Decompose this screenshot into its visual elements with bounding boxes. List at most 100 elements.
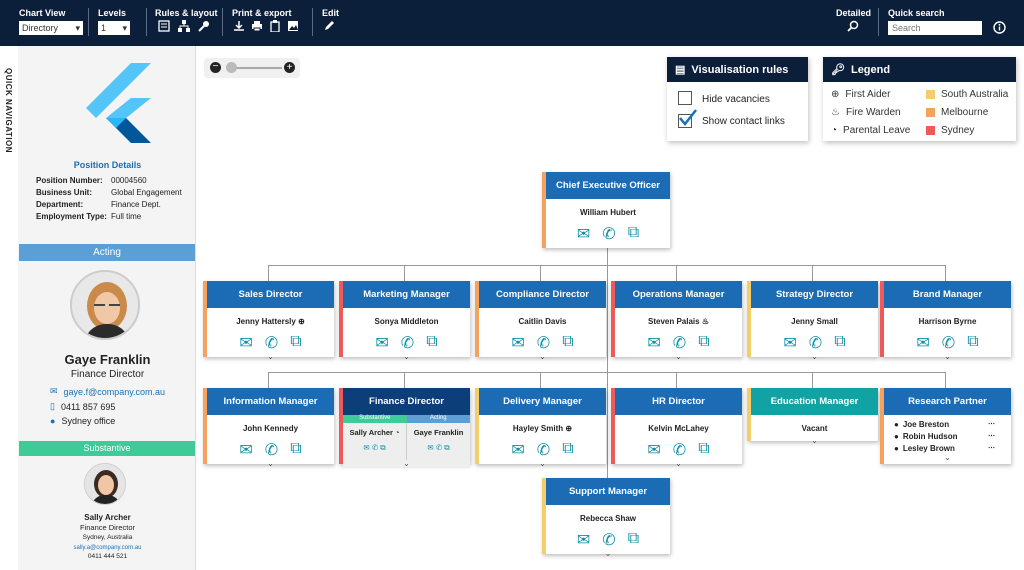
detail-search-icon[interactable] [846,19,860,33]
email-icon[interactable]: ✉ [511,442,525,459]
pencil-icon[interactable] [322,19,336,33]
acting-phone[interactable]: ▯0411 857 695 [50,401,116,412]
teams-icon[interactable]: ⧉ [967,333,979,350]
info-icon[interactable] [992,20,1006,34]
research-member-row[interactable]: ●Joe Breston⋯ [894,419,995,429]
teams-icon[interactable]: ⧉ [426,333,438,350]
email-icon[interactable]: ✉ [363,443,370,452]
zoom-in-icon[interactable]: + [284,62,295,73]
org-card-row1[interactable]: Marketing Manager Sonya Middleton ✉✆⧉⌄ [339,281,470,361]
teams-icon[interactable]: ⧉ [444,443,450,452]
show-contact-checkbox[interactable] [678,109,697,128]
email-icon[interactable]: ✉ [576,532,591,549]
more-icon[interactable]: ⋯ [988,445,995,452]
org-card-row1[interactable]: Operations Manager Steven Palais ♨ ✉✆⧉⌄ [611,281,742,361]
research-member-row[interactable]: ●Lesley Brown⋯ [894,443,995,453]
substantive-band: Substantive [19,441,195,456]
email-icon[interactable]: ✉ [239,442,253,459]
legend-parental-leave: ◔Parental Leave [831,125,911,136]
more-icon[interactable]: ⋯ [988,433,995,440]
expand-chevron-icon[interactable]: ⌄ [944,453,951,462]
phone-icon[interactable]: ✆ [672,335,687,352]
phone-icon[interactable]: ✆ [602,532,616,549]
org-card-ceo[interactable]: Chief Executive Officer William Hubert ✉… [542,172,670,248]
phone-icon[interactable]: ✆ [264,442,279,459]
phone-icon[interactable]: ✆ [435,443,443,452]
research-member-row[interactable]: ●Robin Hudson⋯ [894,431,995,441]
org-card-row2[interactable]: Research Partner●Joe Breston⋯●Robin Huds… [880,388,1011,464]
image-icon[interactable] [286,19,300,33]
org-card-row1[interactable]: Sales Director Jenny Hattersly ⊕ ✉✆⧉⌄ [203,281,334,361]
teams-icon[interactable]: ⧉ [562,333,574,350]
expand-chevron-icon[interactable]: ⌄ [403,352,410,361]
email-icon[interactable]: ✉ [239,335,253,352]
expand-chevron-icon[interactable]: ⌄ [539,459,546,468]
download-icon[interactable] [232,19,246,33]
clipboard-icon[interactable] [268,19,282,33]
phone-icon[interactable]: ✆ [808,335,823,352]
org-card-row1[interactable]: Compliance Director Caitlin Davis ✉✆⧉⌄ [475,281,606,361]
expand-chevron-icon[interactable]: ⌄ [267,459,274,468]
expand-chevron-icon[interactable]: ⌄ [604,549,612,558]
phone-icon[interactable]: ✆ [672,442,687,459]
hide-vacancies-checkbox[interactable] [678,91,692,105]
email-icon[interactable]: ✉ [916,335,930,352]
org-card-row1[interactable]: Brand Manager Harrison Byrne ✉✆⧉⌄ [880,281,1011,361]
org-card-support-manager[interactable]: Support Manager Rebecca Shaw ✉✆⧉ ⌄ [542,478,670,558]
expand-chevron-icon[interactable]: ⌄ [811,352,818,361]
expand-chevron-icon[interactable]: ⌄ [539,352,546,361]
phone-icon[interactable]: ✆ [536,335,551,352]
teams-icon[interactable]: ⧉ [698,440,710,457]
chart-view-select[interactable]: Directory▾ [19,21,83,35]
teams-icon[interactable]: ⧉ [627,530,640,547]
more-icon[interactable]: ⋯ [988,421,995,428]
phone-icon[interactable]: ✆ [371,443,379,452]
email-icon[interactable]: ✉ [511,335,525,352]
levels-select[interactable]: 1▾ [98,21,130,35]
email-icon[interactable]: ✉ [783,335,797,352]
zoom-out-icon[interactable]: − [210,62,221,73]
expand-chevron-icon[interactable]: ⌄ [675,352,682,361]
teams-icon[interactable]: ⧉ [834,333,846,350]
phone-icon[interactable]: ✆ [264,335,279,352]
contact-icons: ✉ ✆ ⧉ [751,333,878,353]
card-name-row: Caitlin Davis [479,317,606,326]
rules-icon[interactable] [157,19,171,33]
org-card-row1[interactable]: Strategy Director Jenny Small ✉✆⧉⌄ [747,281,878,361]
substantive-email-link[interactable]: sally.a@company.com.au [73,545,142,551]
quick-navigation-tab[interactable]: QUICK NAVIGATION [0,46,18,570]
teams-icon[interactable]: ⧉ [627,224,640,241]
key-icon[interactable] [197,19,211,33]
teams-icon[interactable]: ⧉ [698,333,710,350]
expand-chevron-icon[interactable]: ⌄ [267,352,274,361]
zoom-slider-track[interactable] [228,67,282,69]
email-icon[interactable]: ✉ [576,226,591,243]
legend-melbourne: Melbourne [926,107,988,118]
teams-icon[interactable]: ⧉ [290,333,302,350]
teams-icon[interactable]: ⧉ [290,440,302,457]
expand-chevron-icon[interactable]: ⌄ [343,460,470,468]
email-icon[interactable]: ✉ [375,335,389,352]
phone-icon[interactable]: ✆ [941,335,956,352]
quick-search-input[interactable] [888,21,982,35]
phone-icon[interactable]: ✆ [602,226,616,243]
print-icon[interactable] [250,19,264,33]
hierarchy-icon[interactable] [177,19,191,33]
expand-chevron-icon[interactable]: ⌄ [944,352,951,361]
zoom-slider-handle[interactable] [226,62,237,73]
email-icon[interactable]: ✉ [647,442,661,459]
teams-icon[interactable]: ⧉ [562,440,574,457]
phone-icon[interactable]: ✆ [536,442,551,459]
email-icon[interactable]: ✉ [427,443,434,452]
email-icon[interactable]: ✉ [647,335,661,352]
expand-chevron-icon[interactable]: ⌄ [811,436,818,445]
acting-email-link[interactable]: ✉gaye.f@company.com.au [50,386,166,397]
teams-icon[interactable]: ⧉ [380,443,386,452]
expand-chevron-icon[interactable]: ⌄ [675,459,682,468]
phone-icon[interactable]: ✆ [400,335,415,352]
